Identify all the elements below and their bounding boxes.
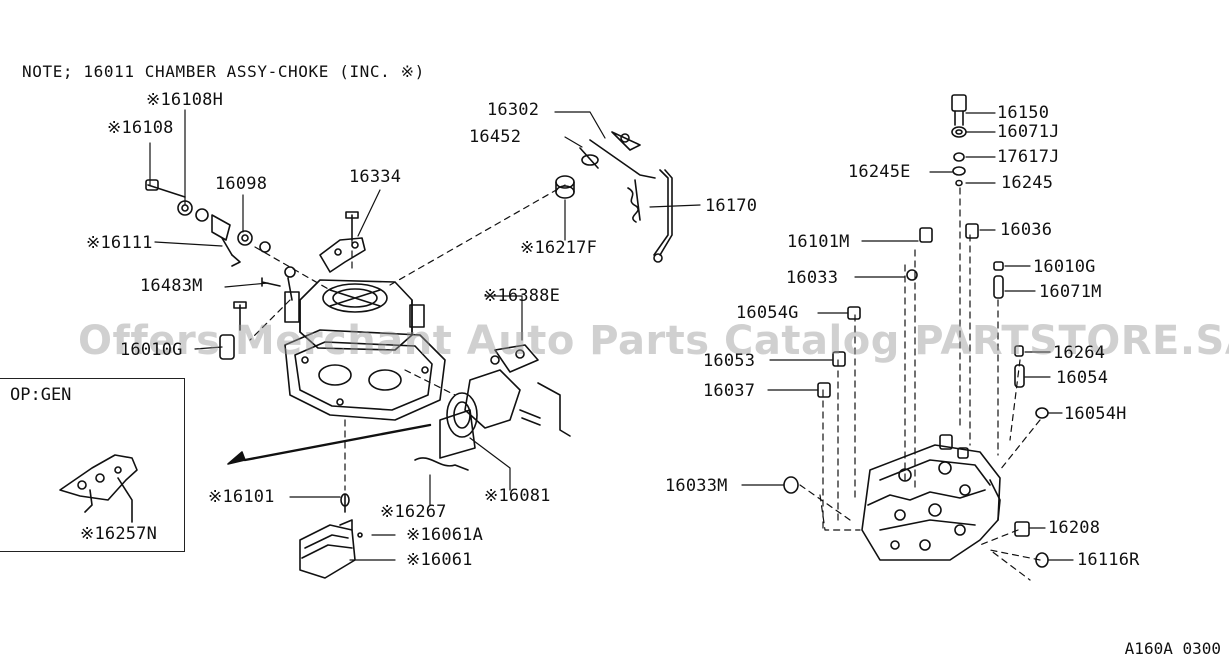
- label-leaders-left: [149, 109, 701, 561]
- linkage-parts-left: [145, 179, 271, 267]
- label-16388E[interactable]: ※16388E: [483, 286, 561, 306]
- diagram-code: A160A 0300: [1124, 639, 1221, 658]
- label-16010G[interactable]: 16010G: [1033, 257, 1096, 277]
- label-16302[interactable]: 16302: [487, 100, 540, 120]
- option-part-bracket: [59, 454, 138, 523]
- label-16054H[interactable]: 16054H: [1064, 404, 1127, 424]
- carburetor-body-right: [861, 434, 1001, 561]
- label-16217F[interactable]: ※16217F: [520, 238, 598, 258]
- float-bowl: [299, 493, 363, 579]
- label-16061A[interactable]: ※16061A: [406, 525, 484, 545]
- label-16053[interactable]: 16053: [703, 351, 756, 371]
- label-16111[interactable]: ※16111: [86, 233, 153, 253]
- label-16267[interactable]: ※16267: [380, 502, 447, 522]
- choke-bracket: [319, 237, 366, 273]
- label-16170[interactable]: 16170: [705, 196, 758, 216]
- label-16061[interactable]: ※16061: [406, 550, 473, 570]
- label-16245[interactable]: 16245: [1001, 173, 1054, 193]
- label-16150[interactable]: 16150: [997, 103, 1050, 123]
- label-16108[interactable]: ※16108: [107, 118, 174, 138]
- right-small-parts: [783, 94, 1049, 568]
- label-16098[interactable]: 16098: [215, 174, 268, 194]
- label-16036[interactable]: 16036: [1000, 220, 1053, 240]
- label-16054G[interactable]: 16054G: [736, 303, 799, 323]
- label-16452[interactable]: 16452: [469, 127, 522, 147]
- label-16483M[interactable]: 16483M: [140, 276, 203, 296]
- label-16033[interactable]: 16033: [786, 268, 839, 288]
- label-16037[interactable]: 16037: [703, 381, 756, 401]
- label-16071M[interactable]: 16071M: [1039, 282, 1102, 302]
- label-16010G-left[interactable]: 16010G: [120, 340, 183, 360]
- label-16101M[interactable]: 16101M: [787, 232, 850, 252]
- choke-diaphragm: [414, 344, 571, 471]
- label-16108H[interactable]: ※16108H: [146, 90, 224, 110]
- label-16334[interactable]: 16334: [349, 167, 402, 187]
- direction-arrow: [227, 423, 432, 465]
- label-16257N[interactable]: ※16257N: [80, 524, 158, 544]
- label-16264[interactable]: 16264: [1053, 343, 1106, 363]
- label-16245E[interactable]: 16245E: [848, 162, 911, 182]
- label-16071J[interactable]: 16071J: [997, 122, 1060, 142]
- label-17617J[interactable]: 17617J: [997, 147, 1060, 167]
- dashed-assembly-lines: [249, 184, 1041, 581]
- watermark: Offers Merchant Auto Parts Catalog PARTS…: [78, 318, 1229, 364]
- label-16101[interactable]: ※16101: [208, 487, 275, 507]
- label-16054[interactable]: 16054: [1056, 368, 1109, 388]
- note-text: NOTE; 16011 CHAMBER ASSY-CHOKE (INC. ※): [22, 62, 425, 81]
- label-leaders-right: [741, 112, 1074, 561]
- option-box-title: OP:GEN: [10, 385, 72, 405]
- option-box: [0, 378, 185, 552]
- label-16033M[interactable]: 16033M: [665, 476, 728, 496]
- label-16208[interactable]: 16208: [1048, 518, 1101, 538]
- label-16081[interactable]: ※16081: [484, 486, 551, 506]
- label-16116R[interactable]: 16116R: [1077, 550, 1140, 570]
- carburetor-body-left: [219, 211, 446, 421]
